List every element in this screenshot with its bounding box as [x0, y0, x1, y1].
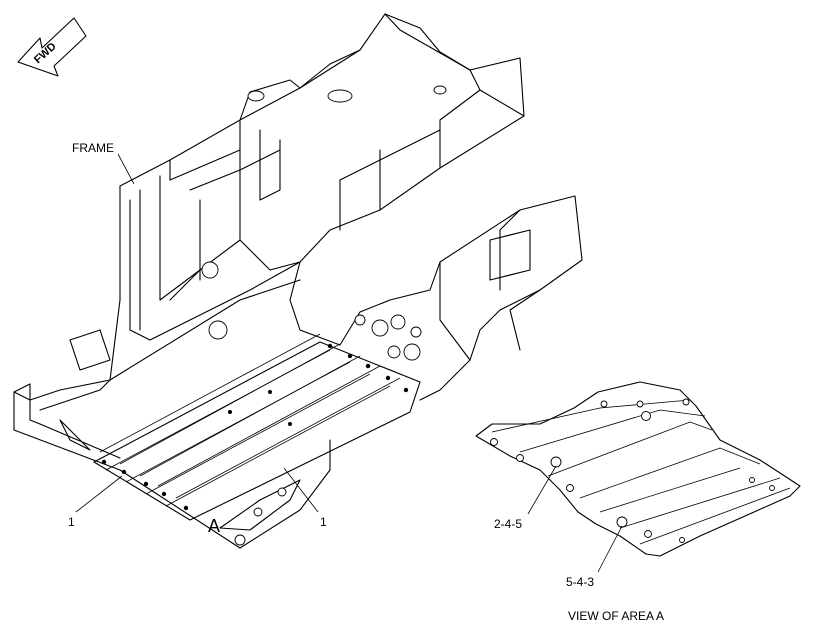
callout-1-left: 1: [68, 515, 75, 529]
callout-2-4-5-leader: [527, 465, 557, 515]
fwd-arrow: FWD: [17, 17, 87, 77]
callout-1-left-leader: [75, 475, 123, 513]
area-a-marker: A: [208, 516, 220, 536]
view-caption: VIEW OF AREA A: [568, 609, 664, 623]
detail-floor-plate: [475, 381, 801, 557]
frame-leader: [117, 153, 135, 185]
frame-label: FRAME: [72, 141, 114, 155]
callout-1-right: 1: [320, 515, 327, 529]
machine-frame: [13, 13, 583, 549]
callout-5-4-3: 5-4-3: [566, 575, 594, 589]
callout-5-4-3-leader: [597, 525, 623, 573]
callout-1-right-leader: [283, 467, 319, 513]
callout-2-4-5: 2-4-5: [494, 517, 522, 531]
